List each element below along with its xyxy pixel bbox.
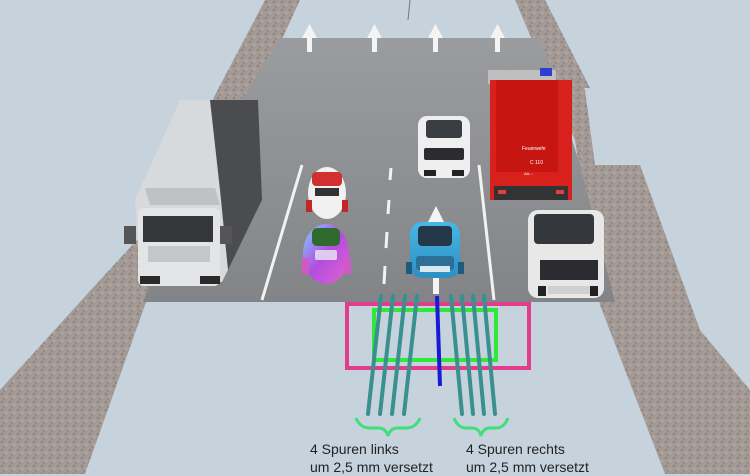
arrow-up-icon bbox=[428, 24, 443, 52]
dashed-lane-line bbox=[382, 167, 393, 285]
box-truck bbox=[124, 100, 262, 286]
bracket-left-icon bbox=[354, 417, 422, 437]
track-lines-right bbox=[449, 294, 497, 416]
track-lines-left bbox=[366, 294, 419, 416]
sidewalk-upper-left bbox=[220, 0, 300, 92]
white-red-car bbox=[306, 167, 348, 219]
caption-right: 4 Spuren rechts um 2,5 mm versetzt bbox=[466, 440, 589, 476]
sidewalk-upper-right bbox=[518, 0, 590, 88]
center-reference-line bbox=[435, 295, 442, 387]
arrow-up-icon bbox=[367, 24, 382, 52]
blue-car bbox=[406, 222, 464, 278]
sidewalk-right bbox=[515, 0, 750, 474]
green-detection-box bbox=[372, 308, 498, 362]
caption-left-line1: 4 Spuren links bbox=[310, 441, 399, 457]
caption-right-line1: 4 Spuren rechts bbox=[466, 441, 565, 457]
caption-left: 4 Spuren links um 2,5 mm versetzt bbox=[310, 440, 433, 476]
fire-truck: Feuerwehr C 110 AA-·- bbox=[488, 68, 572, 200]
fire-truck-brand: Feuerwehr bbox=[522, 146, 546, 152]
bracket-right-icon bbox=[452, 417, 510, 437]
bubble-car bbox=[302, 224, 351, 284]
caption-left-line2: um 2,5 mm versetzt bbox=[310, 459, 433, 475]
road-edge-line-left bbox=[260, 164, 304, 301]
direction-arrows bbox=[302, 24, 505, 52]
fire-truck-number: C 110 bbox=[530, 160, 543, 166]
road-edge-line-right bbox=[477, 164, 496, 301]
caption-right-line2: um 2,5 mm versetzt bbox=[466, 459, 589, 475]
pole-line bbox=[407, 0, 411, 21]
fire-truck-plate: AA-·- bbox=[524, 171, 534, 176]
white-suv bbox=[528, 210, 604, 298]
arrow-up-icon bbox=[490, 24, 505, 52]
arrow-up-icon bbox=[302, 24, 317, 52]
white-car-far bbox=[418, 116, 470, 178]
